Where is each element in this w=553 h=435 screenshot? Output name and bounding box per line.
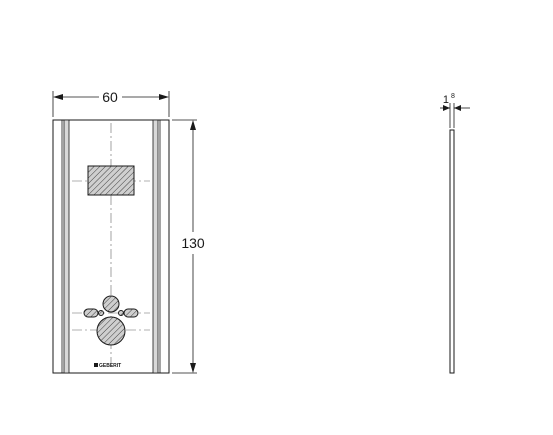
small-right-hole (118, 310, 124, 316)
side-plate-outline (449, 129, 455, 374)
right-rail (152, 119, 161, 374)
thickness-superscript: 8 (451, 93, 455, 100)
small-left-hole (98, 310, 104, 316)
height-dimension: 130 (172, 119, 205, 374)
geberit-logo: GEBERIT (94, 363, 121, 369)
right-slot-hole (123, 308, 139, 318)
width-label: 60 (102, 89, 118, 105)
lower-hole-cluster (83, 295, 139, 346)
lower-round-hole (96, 316, 126, 346)
logo-text: GEBERIT (99, 363, 121, 369)
height-label: 130 (181, 235, 205, 251)
upper-rectangular-cutout (87, 165, 135, 196)
front-view: 60 (52, 89, 205, 374)
upper-round-hole (102, 295, 120, 313)
thickness-dimension: 1 8 (440, 93, 470, 128)
thickness-label: 1 (443, 94, 449, 106)
left-slot-hole (83, 308, 99, 318)
width-dimension: 60 (52, 89, 170, 117)
side-view: 1 8 (440, 93, 470, 374)
left-rail (61, 119, 70, 374)
